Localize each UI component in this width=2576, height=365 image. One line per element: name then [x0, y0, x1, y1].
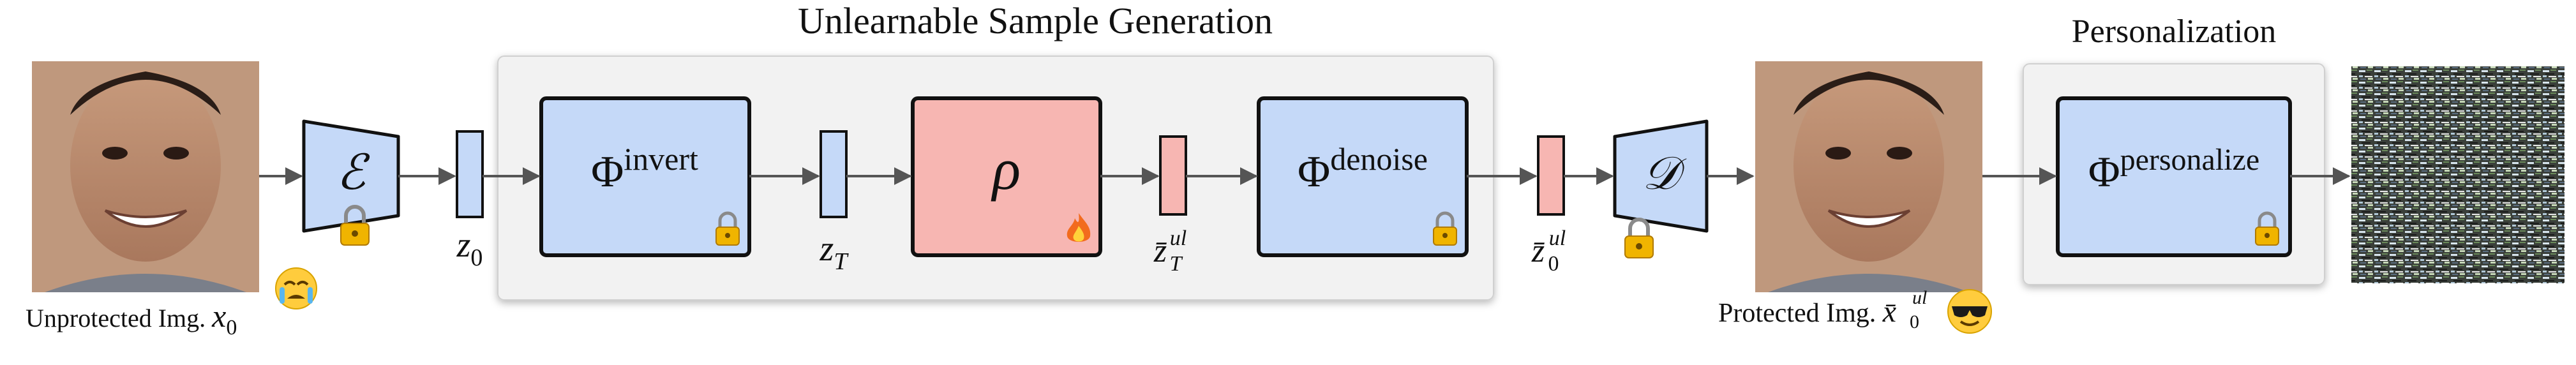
svg-text:0: 0 [1548, 252, 1559, 276]
svg-text:0: 0 [1910, 311, 1919, 332]
latent-zT-bar [820, 130, 848, 218]
protected-image [1755, 61, 1982, 292]
unprotected-caption: Unprotected Img. x0 [26, 298, 237, 339]
svg-text:Protected Img. x̄: Protected Img. x̄ [1718, 295, 1896, 329]
encoder-symbol: ℰ [336, 146, 370, 200]
phi-denoise-label: Φdenoise [1298, 141, 1428, 197]
lock-icon [715, 211, 740, 246]
latent-z0-bar [456, 130, 484, 218]
latent-zT-ul-label: z̄ ul T [1153, 227, 1187, 276]
personalization-panel-title: Personalization [2072, 13, 2277, 50]
phi-invert-label: Φinvert [591, 141, 698, 197]
svg-text:z̄: z̄ [1531, 233, 1545, 269]
crying-face-icon [275, 267, 317, 309]
phi-personalize-label: Φpersonalize [2088, 143, 2259, 196]
lock-icon [1433, 211, 1457, 246]
decoder-block [1613, 119, 1709, 233]
noisy-output-image [2351, 66, 2565, 283]
fire-icon [1067, 213, 1091, 242]
latent-zT-label: zT [820, 229, 850, 275]
latent-zT-ul-bar [1159, 135, 1187, 216]
latent-z0-label: z0 [456, 225, 483, 271]
protected-caption: Protected Img. x̄ ul 0 [1718, 287, 1927, 332]
svg-text:ul: ul [1549, 227, 1566, 250]
latent-z0-ul-bar [1537, 135, 1565, 216]
latent-z0-ul-label: z̄ ul 0 [1531, 227, 1566, 276]
rho-label: ρ [991, 137, 1021, 202]
unlearnable-panel-title: Unlearnable Sample Generation [798, 0, 1273, 41]
encoder-block [302, 119, 400, 233]
svg-text:ul: ul [1912, 287, 1927, 308]
svg-text:T: T [1170, 252, 1183, 276]
sunglasses-face-icon [1947, 289, 1992, 334]
lock-icon [1624, 218, 1654, 258]
svg-text:ul: ul [1170, 227, 1187, 250]
svg-text:z̄: z̄ [1153, 233, 1167, 269]
lock-icon [2255, 211, 2279, 246]
lock-icon [340, 205, 370, 246]
unprotected-image [32, 61, 259, 292]
